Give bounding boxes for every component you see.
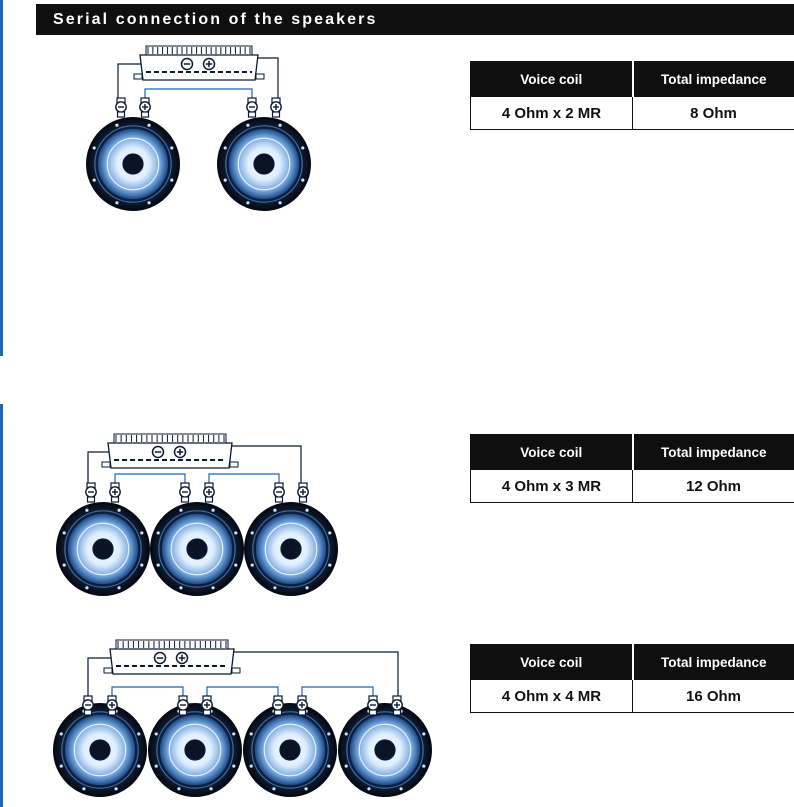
speaker-icon [56, 502, 150, 596]
plus-terminal-icon [297, 482, 309, 503]
wire-bridge [301, 686, 374, 697]
speaker-icon [217, 117, 311, 211]
plus-terminal-icon [203, 482, 215, 503]
total-impedance-header: Total impedance [631, 434, 794, 470]
minus-terminal-icon [115, 97, 127, 118]
minus-terminal-icon [82, 695, 94, 716]
total-impedance-header: Total impedance [631, 644, 794, 680]
wiring-section-1 [86, 45, 311, 211]
amp-minus-terminal-icon [153, 651, 167, 665]
minus-terminal-icon [177, 695, 189, 716]
impedance-table-2: Voice coil Total impedance 4 Ohm x 3 MR … [470, 434, 794, 503]
speaker-icon [244, 502, 338, 596]
impedance-table-3: Voice coil Total impedance 4 Ohm x 4 MR … [470, 644, 794, 713]
plus-terminal-icon [201, 695, 213, 716]
minus-terminal-icon [367, 695, 379, 716]
impedance-table-1: Voice coil Total impedance 4 Ohm x 2 MR … [470, 61, 794, 130]
wire-bridge [208, 473, 280, 484]
section-title: Serial connection of the speakers [36, 4, 794, 35]
plus-terminal-icon [270, 97, 282, 118]
amp-plus-terminal-icon [175, 651, 189, 665]
minus-terminal-icon [85, 482, 97, 503]
minus-terminal-icon [179, 482, 191, 503]
minus-terminal-icon [272, 695, 284, 716]
amplifier-icon [101, 433, 239, 469]
accent-bar-top [0, 0, 3, 356]
accent-bar-bottom [0, 404, 3, 807]
voice-coil-value: 4 Ohm x 2 MR [470, 96, 633, 130]
speaker-icon [86, 117, 180, 211]
wire-bridge [144, 88, 253, 99]
plus-terminal-icon [106, 695, 118, 716]
plus-terminal-icon [296, 695, 308, 716]
amp-minus-terminal-icon [180, 57, 194, 71]
wire-bridge [206, 686, 279, 697]
minus-terminal-icon [246, 97, 258, 118]
total-impedance-header: Total impedance [631, 61, 794, 97]
voice-coil-header: Voice coil [470, 434, 633, 470]
amplifier-icon [103, 639, 241, 675]
wire-bridge [114, 473, 186, 484]
speaker-icon [243, 703, 337, 797]
total-impedance-value: 16 Ohm [632, 679, 794, 713]
voice-coil-header: Voice coil [470, 61, 633, 97]
amp-plus-terminal-icon [202, 57, 216, 71]
plus-terminal-icon [139, 97, 151, 118]
plus-terminal-icon [391, 695, 403, 716]
speaker-icon [148, 703, 242, 797]
voice-coil-value: 4 Ohm x 4 MR [470, 679, 633, 713]
voice-coil-header: Voice coil [470, 644, 633, 680]
voice-coil-value: 4 Ohm x 3 MR [470, 469, 633, 503]
amp-plus-terminal-icon [173, 445, 187, 459]
plus-terminal-icon [109, 482, 121, 503]
wiring-section-2 [56, 433, 338, 596]
minus-terminal-icon [273, 482, 285, 503]
total-impedance-value: 8 Ohm [632, 96, 794, 130]
speaker-icon [53, 703, 147, 797]
amplifier-icon [133, 45, 265, 81]
wiring-section-3 [53, 639, 432, 797]
wire-bridge [111, 686, 184, 697]
speaker-icon [338, 703, 432, 797]
total-impedance-value: 12 Ohm [632, 469, 794, 503]
speaker-icon [150, 502, 244, 596]
amp-minus-terminal-icon [151, 445, 165, 459]
